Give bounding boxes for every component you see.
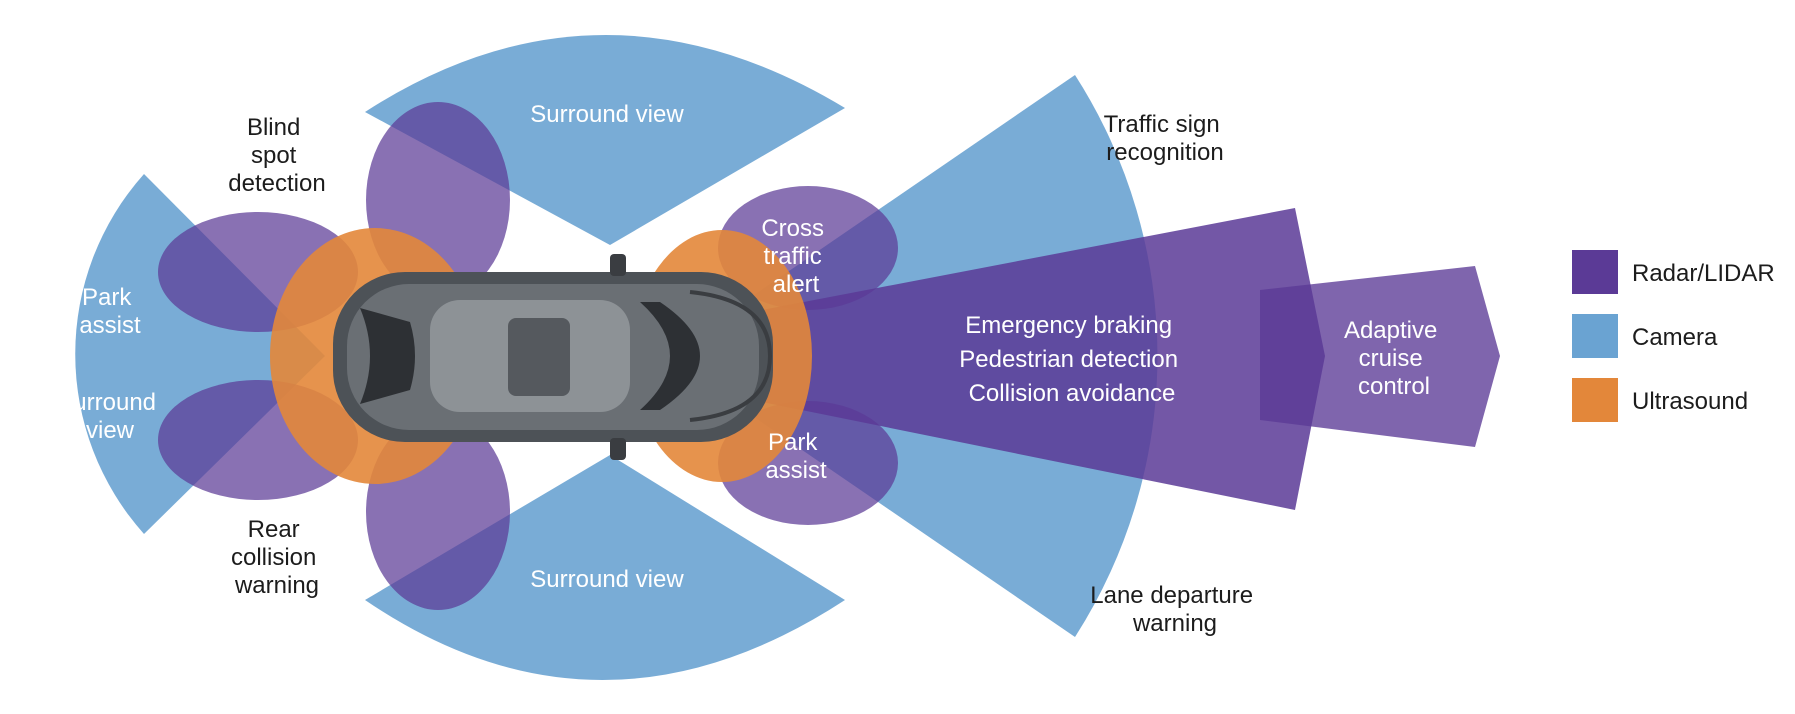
label-line: assist xyxy=(765,457,827,484)
legend-label-ultrasound: Ultrasound xyxy=(1632,388,1748,415)
camera-zone-rear xyxy=(75,174,326,534)
label-line: Blind xyxy=(247,114,300,141)
label-line: traffic xyxy=(764,243,822,270)
car-top-view xyxy=(333,254,773,460)
label-line: Park xyxy=(82,284,132,311)
label-line: Pedestrian detection xyxy=(959,346,1178,373)
legend-label-camera: Camera xyxy=(1632,324,1718,351)
label-line: cruise xyxy=(1359,345,1423,372)
radar-zone-adaptive-cruise xyxy=(1260,266,1500,447)
label-line: warning xyxy=(234,572,319,599)
legend-swatch-camera xyxy=(1572,314,1618,358)
car-windshield xyxy=(640,302,700,410)
camera-zone-surround-bottom xyxy=(365,455,845,680)
label-line: assist xyxy=(79,312,141,339)
label-surround-view-top: Surround view xyxy=(530,101,684,128)
legend: Radar/LIDAR Camera Ultrasound xyxy=(1572,250,1775,422)
label-line: recognition xyxy=(1106,139,1223,166)
label-line: Surround view xyxy=(530,566,684,593)
label-park-assist-left: Park assist xyxy=(79,284,141,339)
label-line: Cross xyxy=(761,215,824,242)
label-line: spot xyxy=(251,142,297,169)
label-line: Adaptive xyxy=(1344,317,1437,344)
label-lane-departure: Lane departure warning xyxy=(1090,582,1259,637)
label-line: Traffic sign xyxy=(1104,111,1220,138)
radar-zone-long-range xyxy=(762,208,1325,510)
label-line: Park xyxy=(768,429,818,456)
label-line: detection xyxy=(228,170,325,197)
label-surround-view-left: Surround view xyxy=(57,389,162,444)
label-line: Surround view xyxy=(530,101,684,128)
label-surround-view-bottom: Surround view xyxy=(530,566,684,593)
label-cross-traffic: Cross traffic alert xyxy=(761,215,830,298)
label-line: Emergency braking xyxy=(965,312,1172,339)
camera-zone-surround-top xyxy=(365,34,845,245)
label-line: Collision avoidance xyxy=(969,380,1176,407)
legend-label-radar-lidar: Radar/LIDAR xyxy=(1632,260,1775,287)
label-line: Lane departure xyxy=(1090,582,1253,609)
label-line: warning xyxy=(1132,610,1217,637)
label-adaptive-cruise: Adaptive cruise control xyxy=(1344,317,1444,400)
car-mirror-left xyxy=(610,254,626,276)
label-blind-spot: Blind spot detection xyxy=(228,114,325,197)
legend-swatch-ultrasound xyxy=(1572,378,1618,422)
label-rear-collision: Rear collision warning xyxy=(231,516,323,599)
label-line: Rear xyxy=(248,516,300,543)
label-line: Surround xyxy=(57,389,156,416)
label-line: control xyxy=(1358,373,1430,400)
label-park-assist-right: Park assist xyxy=(765,429,827,484)
label-traffic-sign: Traffic sign recognition xyxy=(1104,111,1227,166)
car-rear-window xyxy=(360,308,415,404)
car-mirror-right xyxy=(610,438,626,460)
labels: Surround view Surround view Blind spot d… xyxy=(57,101,1444,637)
car-sunroof xyxy=(508,318,570,396)
car-hood xyxy=(689,290,773,422)
label-line: collision xyxy=(231,544,316,571)
label-line: view xyxy=(86,417,135,444)
label-emergency: Emergency braking Pedestrian detection C… xyxy=(959,312,1184,407)
label-line: alert xyxy=(773,271,820,298)
legend-swatch-radar-lidar xyxy=(1572,250,1618,294)
